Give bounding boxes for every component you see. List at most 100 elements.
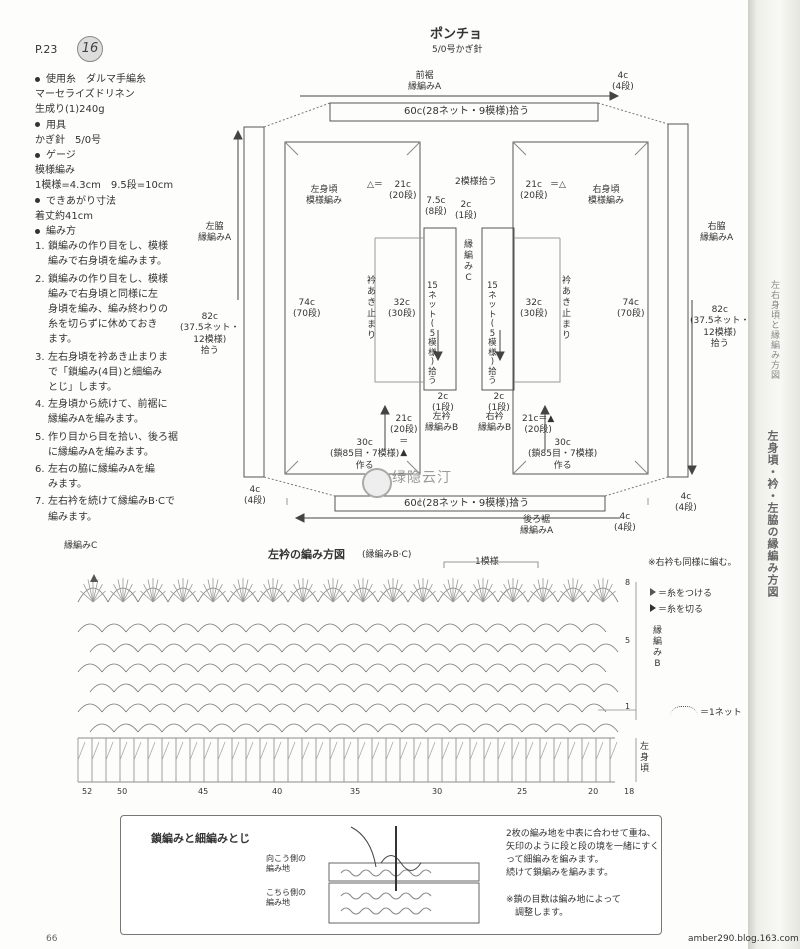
net-arch (77, 663, 103, 673)
net-arch (509, 623, 535, 633)
net-arch (413, 663, 439, 673)
neck-open-char: あ (562, 287, 572, 297)
fan-spoke (542, 579, 549, 603)
source-link[interactable]: amber290.blog.163.com (688, 934, 799, 944)
neck-open-left: 衿あき止まり (367, 276, 376, 342)
fan-spoke (320, 590, 334, 603)
steps-list: 1.鎖編みの作り目をし、模様編みで右身頃を編みます。2.鎖編みの作り目をし、模様… (35, 239, 178, 525)
right-side-82: 82c (37.5ネット・ 12模様) 拾う (690, 305, 750, 350)
net-arch (281, 723, 307, 733)
left-side-stitch: 縁編みA (198, 233, 232, 244)
fan-spoke (182, 590, 196, 603)
net-arch (401, 723, 427, 733)
base-stitch (455, 741, 464, 761)
fan-spoke (92, 579, 99, 603)
step-text: ます。 (48, 334, 77, 346)
pick-15-char: ) (490, 357, 495, 367)
fan-spoke (350, 590, 364, 603)
fan-spoke (272, 590, 286, 603)
fan-spoke (272, 579, 279, 603)
base-30-c: 30c (356, 438, 373, 448)
net-arch (257, 683, 283, 693)
fan-spoke (113, 584, 124, 603)
fan-spoke (572, 584, 583, 603)
legend-join: ＝糸をつける (650, 588, 712, 600)
pick-15-char: ) (430, 357, 435, 367)
top-21-left: 21c (20段) (389, 180, 416, 203)
net-arch (533, 663, 559, 673)
net-arch (293, 663, 319, 673)
right-collar-name: 右衿 (485, 412, 504, 422)
front-hem-label: 前裾 縁編みA (408, 71, 441, 94)
fan-spoke (272, 584, 283, 603)
bot-21-rows: (20段) (524, 425, 552, 436)
fan-spoke (383, 584, 394, 603)
far-side-2: 編み地 (266, 864, 290, 873)
fan-spoke (83, 584, 94, 603)
back-hem-stitch: 縁編みA (520, 526, 554, 537)
technique-note-2: 調整します。 (506, 908, 569, 918)
base-stitch (343, 741, 352, 761)
left-body-label: 左身頃 模様編み (306, 185, 342, 208)
net-arch (485, 703, 511, 713)
step-number: 5. (35, 431, 45, 443)
net-arch (569, 643, 595, 653)
row-num-5: 5 (625, 636, 631, 645)
base-stitch (595, 741, 604, 761)
base-30-make: 作る (553, 460, 572, 471)
pick-15-char: ( (490, 319, 495, 329)
diagram-title: ポンチョ (430, 27, 483, 42)
net-arch (245, 703, 271, 713)
net-arch (389, 663, 415, 673)
pick-15-char: ネ (428, 290, 437, 301)
net-arch (593, 643, 619, 653)
step-line: ます。 (35, 332, 178, 347)
edge-b-char: み (653, 648, 663, 658)
pick-15-char: 5 (429, 328, 436, 339)
net-arch (353, 683, 379, 693)
right-side-label: 右脇 縁編みA (700, 222, 733, 245)
step-text: に縁編みAを編みます。 (48, 446, 154, 458)
method-head: 編み方 (46, 226, 76, 238)
diagram-subtitle: 5/0号かぎ針 (432, 45, 483, 55)
step-line: 糸を切らずに休めておき (35, 317, 178, 332)
row-num-8: 8 (625, 578, 631, 587)
front-hem-band (329, 102, 599, 122)
left-collar-name: 左衿 (432, 412, 451, 422)
net-arch (365, 623, 391, 633)
net-arch (149, 703, 175, 713)
corner-label-tr: 4c (4段) (612, 71, 634, 94)
net-arch (173, 623, 199, 633)
base-30-right: 30c (鎖85目・7模様) 作る (528, 438, 597, 472)
base-stitch (273, 741, 282, 761)
net-arch (485, 623, 511, 633)
step-line: に縁編みAを編みます。 (35, 445, 178, 460)
side-82-pattern: 12模様) (193, 334, 227, 345)
neck-32-right: 32c (30段) (520, 298, 547, 321)
left-body-char: 身 (640, 753, 650, 763)
neck-32-rows: (30段) (520, 309, 548, 320)
bottom-2c-rows: (1段) (488, 403, 510, 414)
column-number: 18 (624, 787, 635, 796)
net-arch (113, 683, 139, 693)
pick-15-char: ト (488, 309, 497, 320)
neck-open-right: 衿あき止まり (562, 276, 571, 342)
bullet-icon (35, 198, 40, 204)
net-arch (149, 623, 175, 633)
net-arch (161, 643, 187, 653)
net-arch (137, 683, 163, 693)
near-side-2: 編み地 (266, 898, 290, 907)
net-arch (581, 623, 607, 633)
body-74-c: 74c (622, 298, 639, 308)
base-stitch (259, 741, 268, 761)
base-stitch (357, 741, 366, 761)
fan-spoke (212, 590, 226, 603)
fan-spoke (362, 584, 373, 603)
base-stitch (231, 741, 240, 761)
fan-spoke (200, 590, 214, 603)
fan-spoke (572, 590, 586, 603)
fan-spoke (422, 590, 436, 603)
legend-net: ＝1ネット (700, 708, 742, 718)
net-arch (77, 703, 103, 713)
fan-spoke (357, 579, 364, 603)
